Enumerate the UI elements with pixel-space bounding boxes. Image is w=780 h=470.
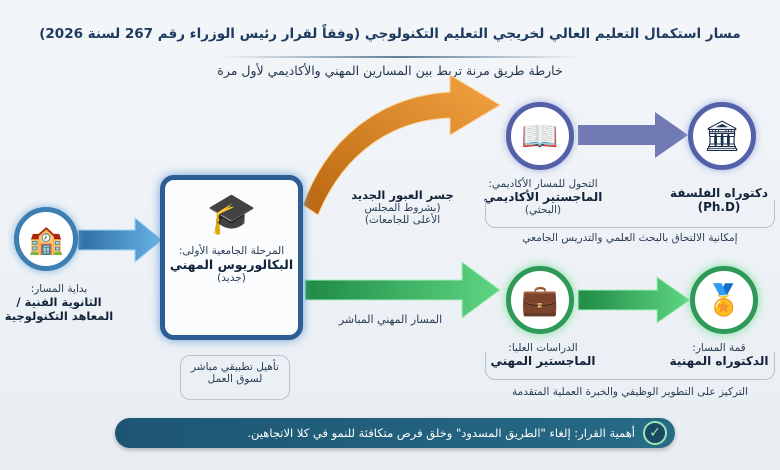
title-divider [220, 56, 580, 58]
bachelor-title: البكالوريوس المهني [169, 257, 294, 272]
bridge-note-2: الأعلى للجامعات) [364, 214, 441, 226]
check-circle-icon: ✓ [643, 421, 667, 445]
decision-banner: ✓ أهمية القرار: إلغاء "الطريق المسدود" و… [115, 418, 675, 448]
bachelor-sub-2: لسوق العمل [207, 373, 263, 385]
bachelor-card: 🎓 المرحلة الجامعية الأولى: البكالوريوس ا… [160, 175, 303, 340]
professional-path-label: المسار المهني المباشر [338, 313, 443, 326]
book-magnifier-icon: 📖 [506, 102, 574, 170]
prof-master-to-doctorate-arrow [577, 276, 691, 324]
prof-master-node: الدراسات العليا: الماجستير المهني [478, 342, 608, 368]
bachelor-note: (جديد) [217, 272, 246, 284]
phd-node: دكتوراه الفلسفة (Ph.D) [662, 186, 776, 214]
bridge-note-1: (بشروط المجلس [364, 202, 441, 214]
bachelor-label: المرحلة الجامعية الأولى: [178, 245, 285, 257]
university-building-icon: 🏛 [688, 102, 756, 170]
bridge-title: جسر العبور الجديد [351, 188, 454, 202]
bridge-label: جسر العبور الجديد (بشروط المجلس الأعلى ل… [345, 188, 460, 226]
start-node: بداية المسار: الثانوية الفنية / المعاهد … [0, 283, 118, 323]
professional-caption: التركيز على التطوير الوظيفي والخبرة العم… [511, 386, 749, 398]
professional-path-arrow [304, 261, 501, 319]
page-title: مسار استكمال التعليم العالي لخريجي التعل… [39, 26, 741, 42]
prof-doctorate-title: الدكتوراه المهنية [669, 354, 769, 368]
prof-doctorate-label: قمة المسار: [692, 342, 746, 354]
prof-doctorate-node: قمة المسار: الدكتوراه المهنية [662, 342, 776, 368]
start-label: بداية المسار: [30, 283, 88, 295]
academic-master-to-phd-arrow [578, 112, 688, 158]
professional-bracket [485, 352, 775, 380]
start-title-2: المعاهد التكنولوجية [4, 309, 114, 323]
start-to-bachelor-arrow [77, 216, 163, 264]
page-subtitle: خارطة طريق مرنة تربط بين المسارين المهني… [217, 63, 563, 78]
start-title-1: الثانوية الفنية / [16, 295, 102, 309]
bachelor-sub-note: تأهيل تطبيقي مباشر لسوق العمل [180, 355, 290, 400]
academic-bracket [485, 200, 775, 228]
medal-shield-icon: 🏅 [690, 266, 758, 334]
academic-master-label: التحول للمسار الأكاديمي: [488, 178, 598, 190]
prof-master-title: الماجستير المهني [490, 354, 596, 368]
academic-master-node: التحول للمسار الأكاديمي: الماجستير الأكا… [478, 178, 608, 216]
phd-note: (Ph.D) [697, 200, 741, 214]
school-gear-icon: 🏫 [14, 207, 78, 271]
banner-text: أهمية القرار: إلغاء "الطريق المسدود" وخل… [247, 426, 635, 440]
bridge-arrow [302, 74, 501, 216]
academic-caption: إمكانية الالتحاق بالبحث العلمي والتدريس … [522, 232, 738, 244]
academic-master-note: (البحثي) [524, 204, 562, 216]
bachelor-sub-1: تأهيل تطبيقي مباشر [191, 361, 279, 373]
briefcase-diploma-icon: 💼 [506, 266, 574, 334]
academic-master-title: الماجستير الأكاديمي [483, 190, 603, 204]
phd-title: دكتوراه الفلسفة [669, 186, 769, 200]
graduation-cap-circuit-icon: 🎓 [206, 191, 257, 237]
prof-master-label: الدراسات العليا: [508, 342, 578, 354]
